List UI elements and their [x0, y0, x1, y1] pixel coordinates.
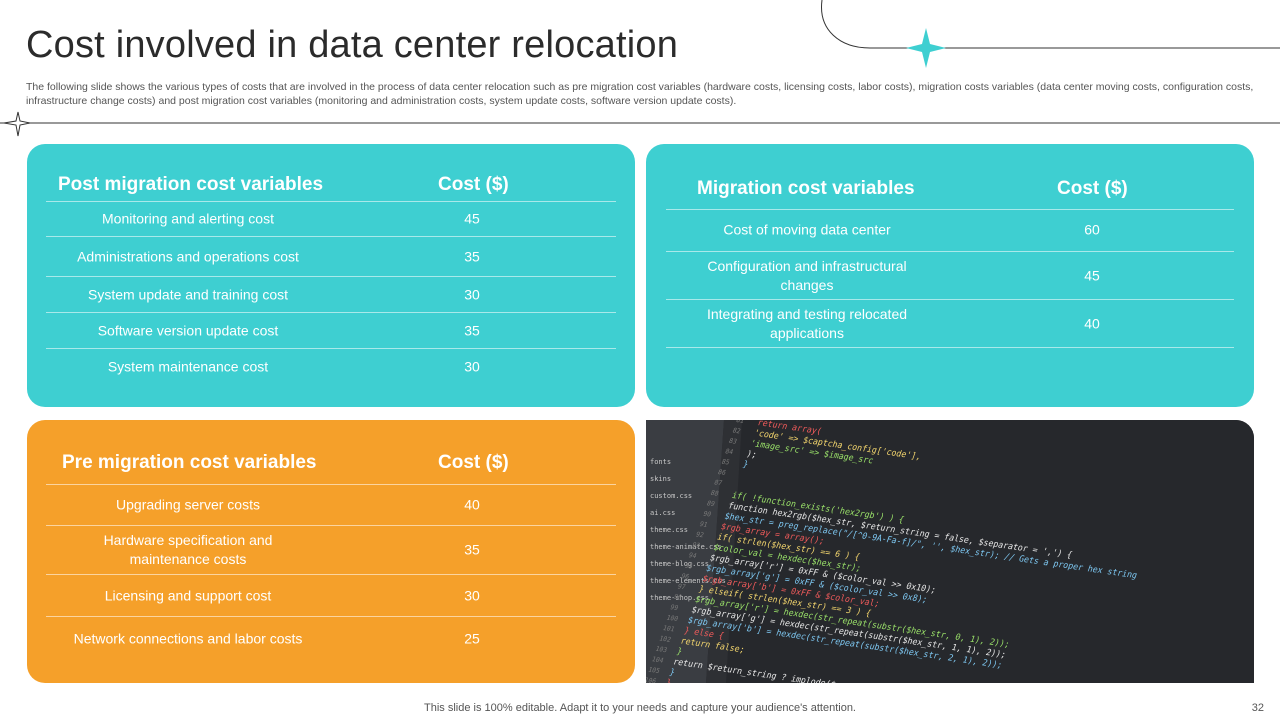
sparkle-outline-icon: [3, 111, 31, 137]
post-migration-panel: Post migration cost variables Cost ($) M…: [27, 144, 635, 407]
row-value: 40: [1084, 315, 1100, 331]
code-line-text: );: [745, 449, 758, 460]
code-line-number: 91: [698, 520, 708, 529]
table-row: Network connections and labor costs 25: [46, 617, 616, 661]
code-line-text: }: [675, 647, 683, 658]
row-label: Integrating and testing relocated applic…: [706, 305, 908, 341]
table-row: System maintenance cost 30: [46, 349, 616, 385]
slide-footer: This slide is 100% editable. Adapt it to…: [424, 702, 856, 714]
table-row: Integrating and testing relocated applic…: [666, 300, 1234, 348]
code-line-number: 98: [673, 593, 683, 602]
row-value: 30: [464, 358, 480, 375]
code-line-number: 104: [651, 655, 665, 664]
table-row: Cost of moving data center 60: [666, 209, 1234, 252]
row-value: 35: [464, 322, 480, 338]
row-value: 35: [464, 541, 480, 558]
table-row: System update and training cost 30: [46, 277, 616, 313]
row-value: 30: [464, 587, 480, 603]
migration-cost-header: Cost ($): [1057, 178, 1128, 199]
code-line-number: 84: [724, 447, 734, 456]
row-label: Licensing and support cost: [104, 587, 272, 603]
table-row: Monitoring and alerting cost 45: [46, 201, 616, 237]
code-line-number: 86: [717, 468, 727, 477]
code-line-number: 83: [728, 437, 738, 446]
row-label: Software version update cost: [97, 322, 279, 338]
row-label: Configuration and infrastructural change…: [707, 257, 907, 293]
code-line-number: 87: [713, 478, 723, 487]
sidebar-file-label: theme-elements.css: [650, 577, 726, 585]
migration-panel: Migration cost variables Cost ($) Cost o…: [646, 144, 1254, 407]
code-line-number: 89: [706, 499, 716, 508]
migration-header: Migration cost variables: [697, 178, 915, 199]
pre-migration-panel: Pre migration cost variables Cost ($) Up…: [27, 420, 635, 683]
table-row: Licensing and support cost 30: [46, 575, 616, 617]
decorative-lines: [0, 0, 1280, 137]
row-value: 40: [464, 496, 480, 512]
sidebar-file-label: custom.css: [650, 492, 692, 500]
code-line-number: 102: [658, 634, 672, 643]
code-line-number: 103: [654, 645, 668, 654]
row-label: Hardware specification and maintenance c…: [103, 532, 273, 567]
row-value: 30: [464, 286, 480, 302]
sidebar-file-label: skins: [650, 475, 671, 483]
page-number: 32: [1251, 702, 1264, 714]
page-title: Cost involved in data center relocation: [26, 24, 679, 66]
post-migration-header: Post migration cost variables: [58, 174, 324, 195]
code-line-text: }: [668, 668, 676, 679]
row-label: System maintenance cost: [107, 358, 269, 375]
row-label: Administrations and operations cost: [77, 248, 299, 264]
code-line-number: 100: [665, 614, 679, 623]
code-line-number: 95: [684, 562, 694, 571]
row-value: 25: [464, 630, 480, 647]
code-line-text: }: [741, 460, 749, 471]
sidebar-file-label: theme-animate.css: [650, 543, 722, 551]
sidebar-file-label: theme-blog.css: [650, 560, 709, 568]
code-line-number: 82: [731, 426, 741, 435]
code-screenshot-image: fonts skins custom.css ai.css theme.css theme…: [646, 420, 1254, 683]
row-label: Network connections and labor costs: [73, 630, 303, 647]
code-line-number: 94: [687, 551, 697, 560]
code-line-number: 81: [735, 420, 745, 425]
code-editor-picture: fonts skins custom.css ai.css theme.css theme…: [646, 420, 1254, 683]
code-line-number: 90: [702, 510, 712, 519]
pre-migration-cost-header: Cost ($): [438, 452, 509, 473]
row-label: System update and training cost: [87, 286, 288, 302]
code-line-number: 92: [695, 530, 705, 539]
code-line-number: 101: [662, 624, 676, 633]
sidebar-file-label: theme-shop.css: [650, 594, 709, 602]
code-line-number: 105: [647, 666, 661, 675]
sidebar-file-label: fonts: [650, 458, 671, 466]
row-value: 60: [1084, 221, 1100, 238]
slide-description: The following slide shows the various ty…: [26, 81, 1254, 107]
code-line-number: 96: [680, 572, 690, 581]
pre-migration-header: Pre migration cost variables: [62, 452, 317, 473]
code-line-text: }: [664, 678, 672, 683]
row-label: Upgrading server costs: [116, 496, 260, 512]
sparkle-teal-icon: [906, 28, 946, 68]
code-line-number: 93: [691, 541, 701, 550]
row-label: Monitoring and alerting cost: [102, 210, 274, 226]
row-value: 45: [464, 210, 480, 226]
table-row: Software version update cost 35: [46, 313, 616, 349]
table-row: Administrations and operations cost 35: [46, 237, 616, 277]
code-line-number: 97: [676, 582, 686, 591]
row-value: 45: [1084, 267, 1100, 283]
sidebar-file-label: theme.css: [650, 526, 688, 534]
row-value: 35: [464, 248, 480, 264]
row-label: Cost of moving data center: [723, 221, 891, 238]
table-row: Hardware specification and maintenance c…: [46, 526, 616, 575]
code-line-number: 99: [669, 603, 679, 612]
code-line-number: 88: [709, 489, 719, 498]
table-row: Configuration and infrastructural change…: [666, 252, 1234, 300]
code-line-number: 106: [646, 676, 657, 683]
table-row: Upgrading server costs 40: [46, 484, 616, 526]
code-line-number: 85: [720, 458, 730, 467]
post-migration-cost-header: Cost ($): [438, 174, 509, 195]
sidebar-file-label: ai.css: [650, 509, 675, 517]
